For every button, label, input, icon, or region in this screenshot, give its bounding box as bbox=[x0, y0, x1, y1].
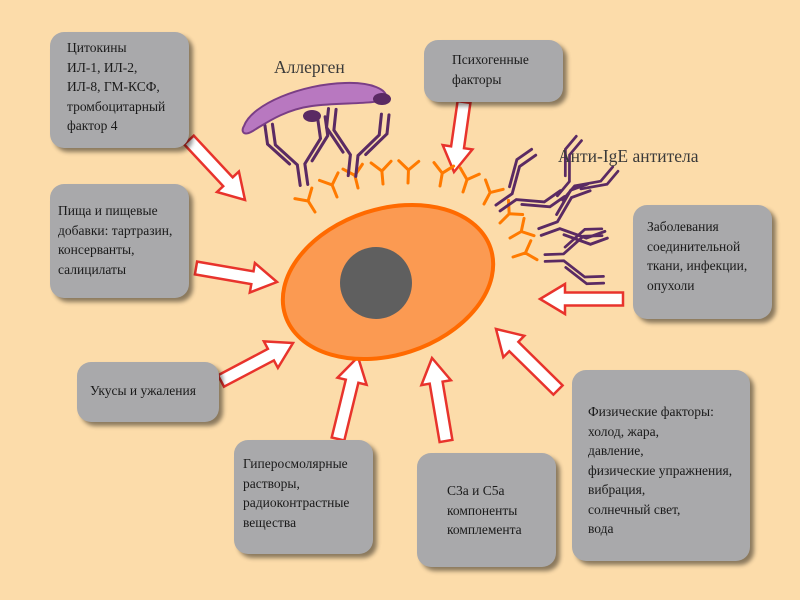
ige-receptor bbox=[498, 198, 525, 225]
cell-nucleus bbox=[340, 247, 412, 319]
block-arrow bbox=[193, 260, 280, 295]
block-arrow bbox=[216, 340, 296, 389]
anti-ige-label: Анти-IgE антитела bbox=[558, 146, 699, 166]
antibody bbox=[263, 115, 330, 188]
ige-receptor bbox=[293, 186, 317, 214]
arrows bbox=[182, 99, 625, 444]
antibody bbox=[324, 107, 391, 178]
box-cytokines: Цитокины ИЛ-1, ИЛ-2, ИЛ-8, ГМ-КСФ, тромб… bbox=[50, 32, 189, 148]
block-arrow bbox=[182, 133, 247, 202]
ige-receptor bbox=[458, 166, 481, 194]
antibody bbox=[494, 147, 567, 213]
block-arrow bbox=[440, 99, 475, 175]
block-arrow bbox=[494, 327, 565, 397]
allergen-molecule bbox=[241, 81, 388, 135]
ige-receptor bbox=[482, 178, 505, 206]
antibodies bbox=[263, 107, 620, 286]
allergen-binding-site bbox=[373, 93, 391, 105]
block-arrow bbox=[330, 354, 369, 443]
allergen-binding-site bbox=[303, 110, 321, 122]
block-arrow bbox=[537, 281, 625, 317]
allergen-label: Аллерген bbox=[274, 57, 345, 77]
ige-receptor bbox=[317, 171, 340, 199]
box-hyperosmolar: Гиперосмолярные растворы, радиоконтрастн… bbox=[234, 440, 373, 554]
ige-receptor bbox=[508, 216, 536, 240]
ige-receptor bbox=[511, 239, 539, 262]
box-bites: Укусы и ужаления bbox=[77, 362, 219, 422]
box-complement: С3а и С5а компоненты комплемента bbox=[417, 453, 556, 567]
ige-receptor bbox=[432, 161, 456, 188]
block-arrow bbox=[419, 355, 454, 444]
box-psychogenic: Психогенные факторы bbox=[424, 40, 563, 102]
box-connective: Заболевания соединительной ткани, инфекц… bbox=[633, 205, 772, 319]
ige-receptor bbox=[397, 159, 421, 185]
antibody bbox=[543, 227, 606, 286]
box-food: Пища и пищевые добавки: тартразин, консе… bbox=[50, 184, 189, 298]
antibody bbox=[556, 134, 620, 202]
ige-receptor bbox=[369, 159, 393, 186]
box-physical: Физические факторы: холод, жара, давлени… bbox=[572, 370, 750, 561]
